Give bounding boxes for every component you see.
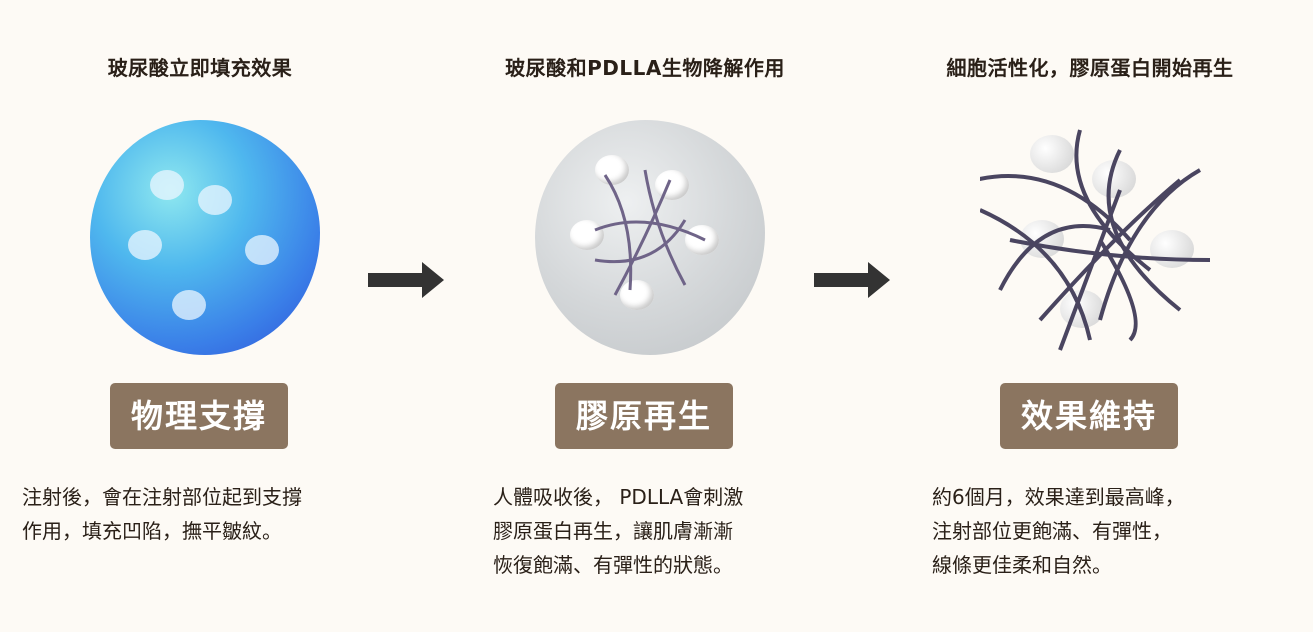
- step-badge: 物理支撐: [110, 383, 288, 449]
- collagen-network-image: [980, 120, 1211, 360]
- step-description: 注射後，會在注射部位起到支撐 作用，填充凹陷，撫平皺紋。: [22, 485, 302, 543]
- step-1: 玻尿酸立即填充效果 物理支撐 注射後，會在注射部位起到支撐 作用，填充凹陷，撫平…: [0, 0, 400, 632]
- step-3: 細胞活性化，膠原蛋白開始再生 效果維持 約6個月，效果達到最高峰， 注射部位更飽…: [890, 0, 1290, 632]
- arrow-right-icon: [814, 262, 890, 298]
- step-description: 人體吸收後， PDLLA會刺激 膠原蛋白再生，讓肌膚漸漸 恢復飽滿、有彈性的狀態…: [493, 485, 744, 577]
- step-title: 玻尿酸立即填充效果: [107, 56, 293, 80]
- step-badge: 效果維持: [1000, 383, 1178, 449]
- step-title: 細胞活性化，膠原蛋白開始再生: [946, 56, 1234, 80]
- step-description: 約6個月，效果達到最高峰， 注射部位更飽滿、有彈性， 線條更佳柔和自然。: [932, 485, 1185, 577]
- step-2: 玻尿酸和PDLLA生物降解作用 膠原再生 人體吸收後， PDLLA會刺激 膠原蛋…: [445, 0, 845, 632]
- hyaluronic-sphere-image: [90, 120, 320, 360]
- collagen-fibers: [980, 129, 1211, 351]
- arrow-right-icon: [368, 262, 444, 298]
- biodegradation-sphere-image: [535, 120, 765, 360]
- step-title: 玻尿酸和PDLLA生物降解作用: [505, 56, 785, 80]
- step-badge: 膠原再生: [555, 383, 733, 449]
- collagen-fibers: [594, 169, 706, 296]
